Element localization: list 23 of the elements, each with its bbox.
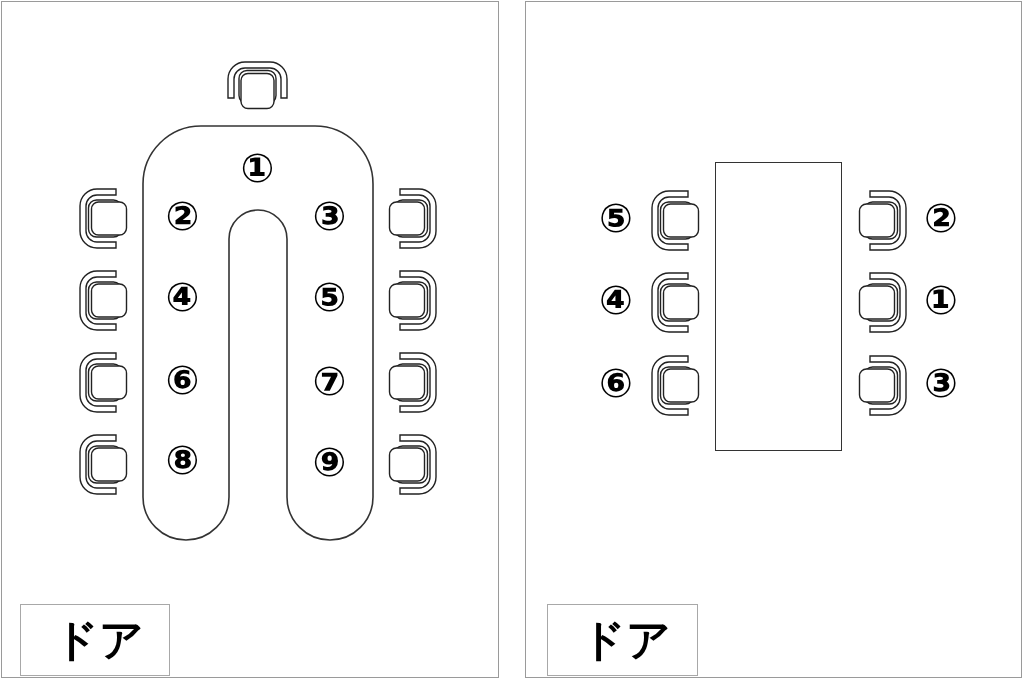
room-outline	[525, 1, 1022, 678]
room-outline	[1, 1, 499, 678]
seat-number: ①	[924, 280, 958, 320]
seat-number: ②	[165, 195, 200, 236]
seat-number: ③	[312, 195, 347, 236]
door-label: ドア	[580, 617, 671, 662]
seat-number: ⑦	[312, 360, 347, 401]
door-label: ドア	[52, 617, 144, 662]
seat-number: ⑤	[599, 198, 633, 238]
seat-number: ⑨	[312, 441, 347, 482]
seat-number: ⑤	[312, 276, 347, 317]
seat-number: ②	[924, 198, 958, 238]
seat-number: ③	[924, 363, 958, 403]
seat-number: ①	[240, 147, 275, 188]
seat-number: ⑥	[599, 363, 633, 403]
seat-number: ⑥	[165, 359, 200, 400]
u-shaped-table	[142, 125, 373, 540]
door-sign	[546, 603, 698, 676]
rectangular-table	[714, 161, 842, 451]
seat-number: ④	[165, 276, 200, 317]
seat-number: ⑧	[165, 439, 200, 480]
door-sign	[19, 603, 170, 676]
seat-number: ④	[599, 280, 633, 320]
